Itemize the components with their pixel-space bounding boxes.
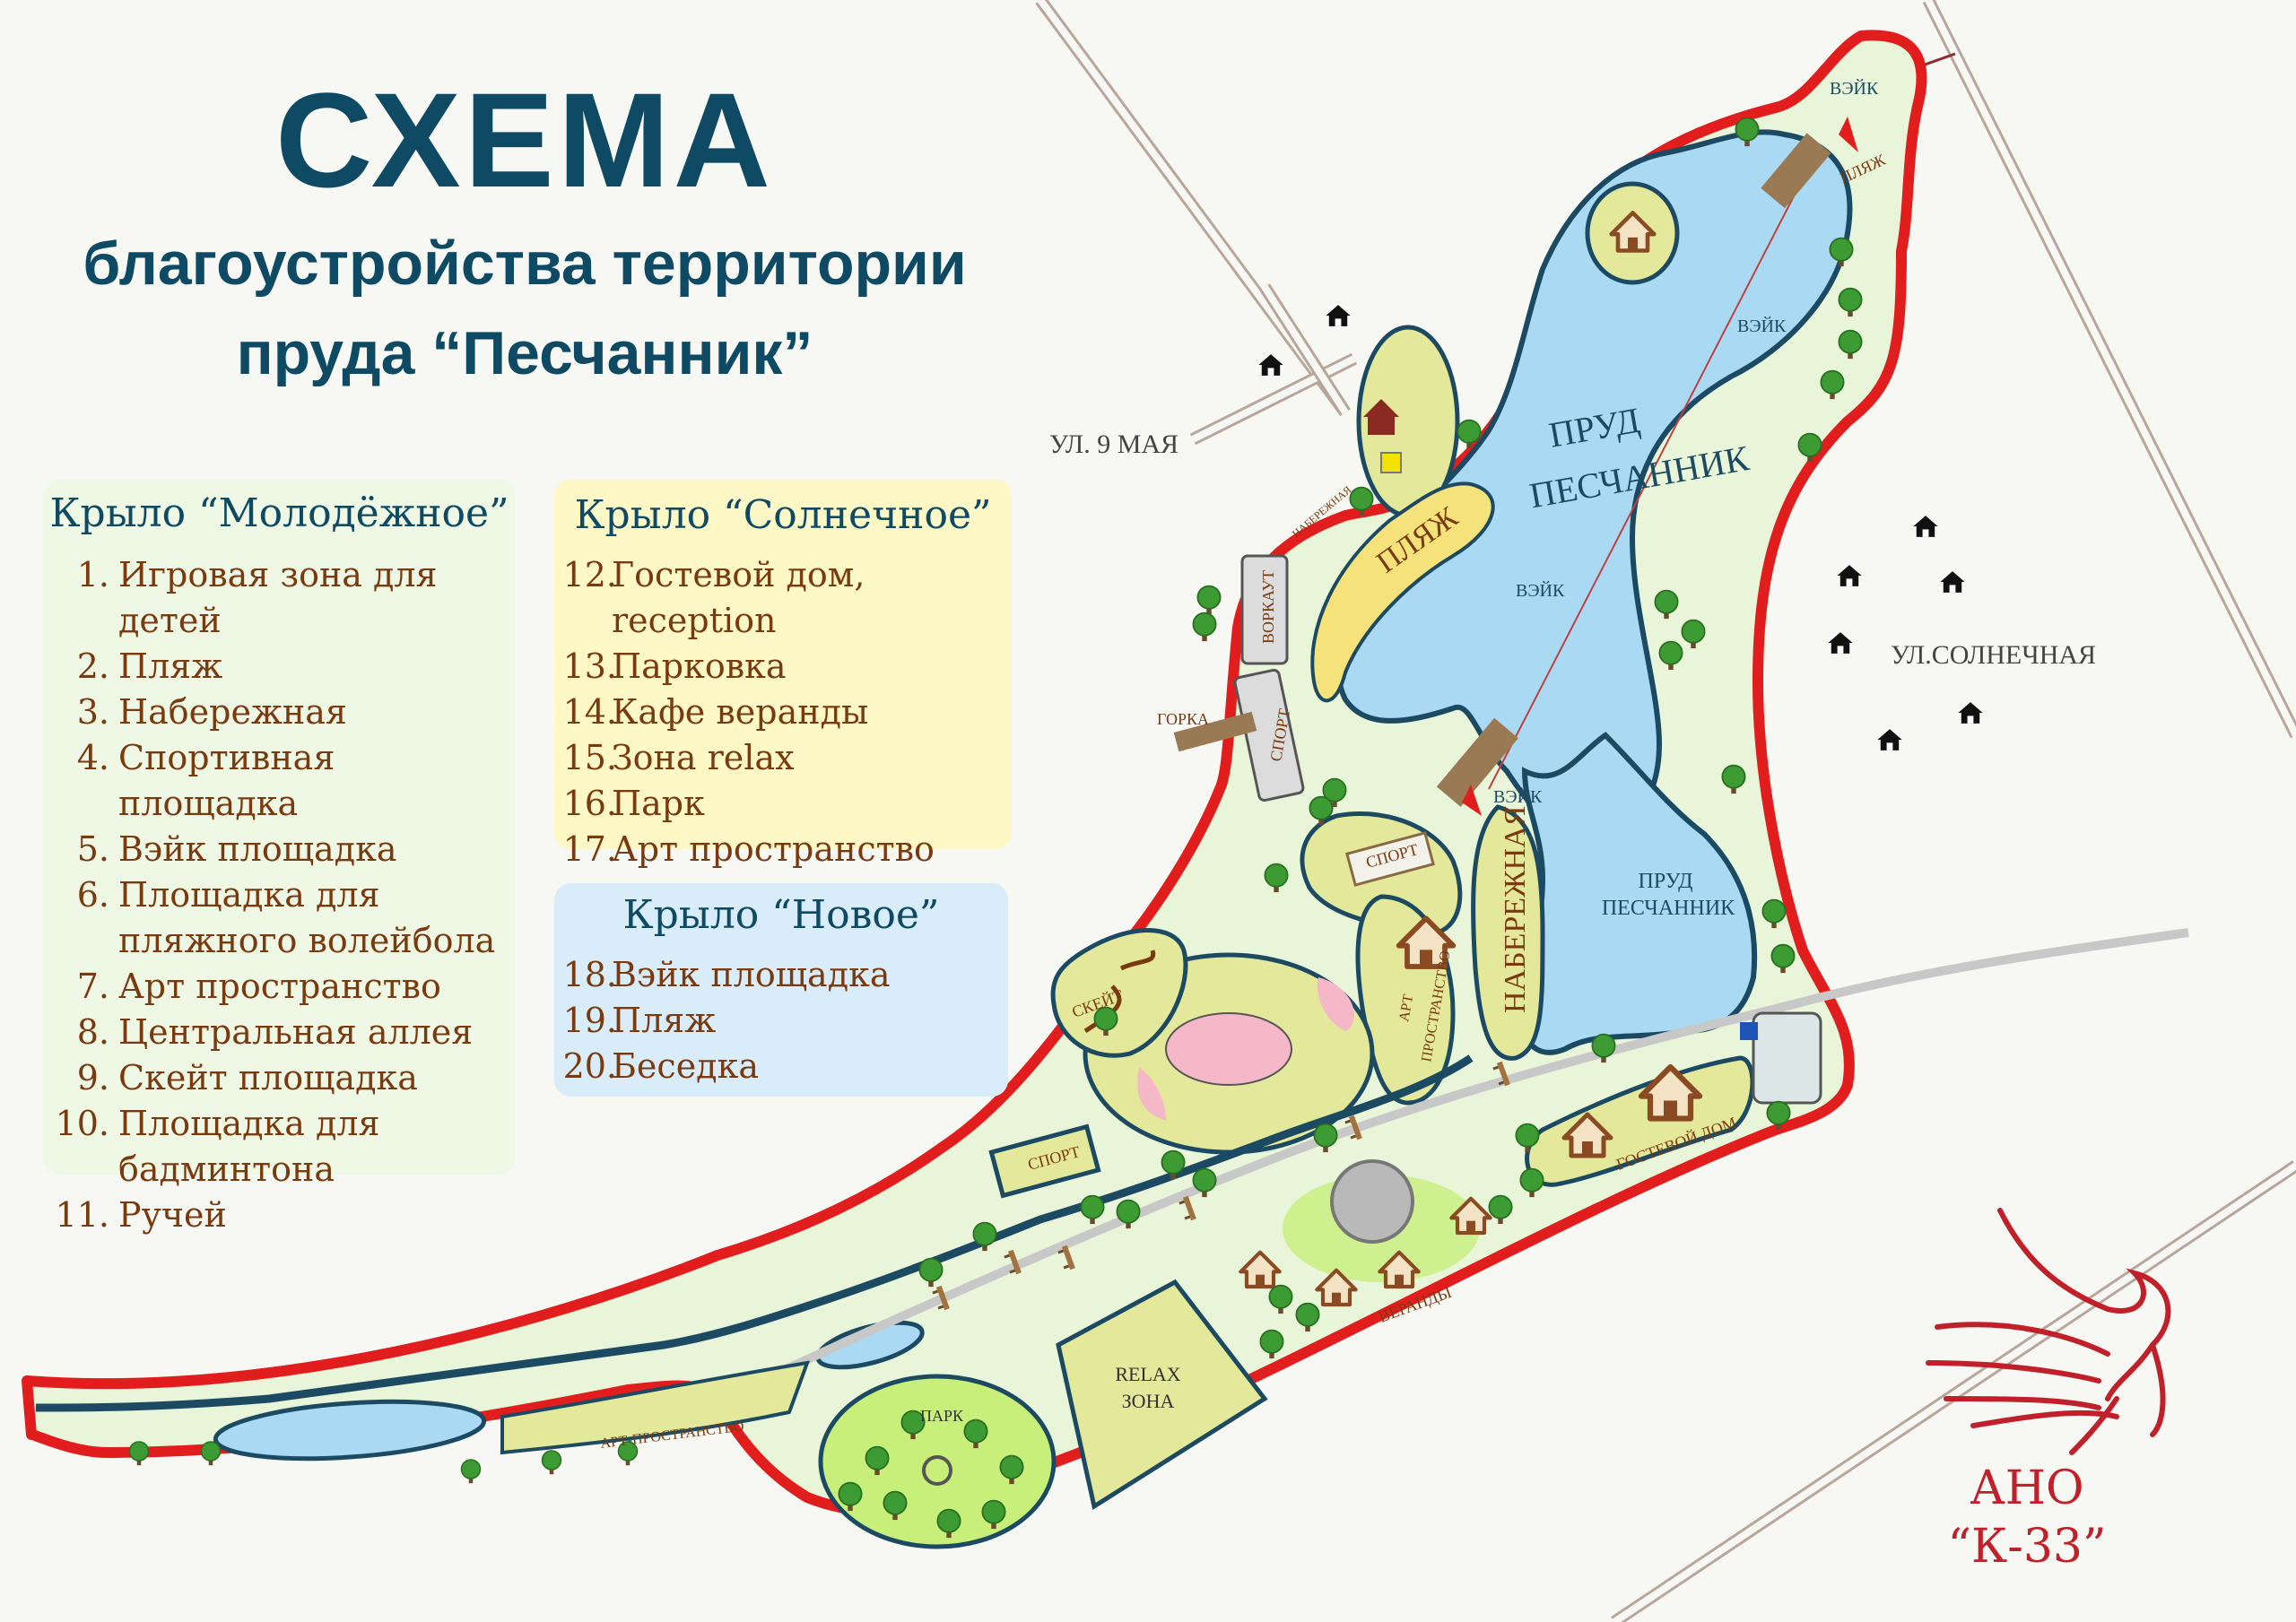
logo-line2: “К-33”	[1947, 1520, 2107, 1574]
beach-zone	[1310, 481, 1495, 703]
wing-molodezhnoe-panel: Крыло “Молодёжное” 1.Игровая зона для де…	[43, 480, 516, 1235]
wing-solnechnoe-panel: Крыло “Солнечное” 12.Гостевой дом, recep…	[554, 480, 1012, 869]
parking	[1752, 1011, 1822, 1105]
list-item: 8.Центральная аллея	[76, 1012, 474, 1052]
label-wake-s: ВЭЙК	[1493, 786, 1543, 807]
list-item: 13.Парковка	[562, 646, 787, 686]
embankment-zone	[1471, 804, 1545, 1061]
label-gorka: ГОРКА	[1157, 710, 1209, 728]
list-item: 7.Арт пространство	[76, 967, 441, 1006]
wake-pier-south	[1436, 717, 1518, 807]
label-park: ПАРК	[920, 1407, 964, 1425]
slide	[1173, 711, 1257, 752]
list-item: 16.Парк	[562, 784, 705, 823]
label-wake-top: ВЭЙК	[1830, 78, 1879, 99]
stream	[35, 1054, 1474, 1412]
relax-zone	[1056, 1279, 1268, 1511]
title-line2: пруда “Песчанник”	[236, 319, 813, 387]
list-item: 11.Ручей	[55, 1195, 227, 1235]
label-art1: АРТ	[1396, 993, 1416, 1023]
wake-cable	[1488, 160, 1813, 790]
label-wake-n2: ВЭЙК	[1516, 580, 1565, 601]
sport-zone-lower	[988, 1123, 1101, 1199]
title-main: СХЕМА	[275, 65, 774, 215]
list-item: 2.Пляж	[76, 646, 223, 686]
list-item: 9.Скейт площадка	[76, 1058, 418, 1097]
label-relax1: RELAX	[1115, 1363, 1180, 1385]
list-item: 10.Площадка для	[55, 1104, 380, 1143]
list-item: 6.Площадка для	[76, 875, 380, 915]
label-pond2a: ПРУД	[1638, 870, 1692, 893]
wing-novoe-panel: Крыло “Новое” 18.Вэйк площадка 19.Пляж 2…	[554, 883, 1008, 1097]
list-item: пляжного волейбола	[118, 921, 496, 960]
list-item: 12.Гостевой дом, reception	[562, 555, 865, 640]
wake-pier-north	[1761, 133, 1831, 209]
k33-bird-logo	[1926, 1208, 2171, 1455]
wing-molodezhnoe-title: Крыло “Молодёжное”	[49, 490, 509, 536]
wing-molodezhnoe-list: 1.Игровая зона для детей 2.Пляж 3.Набере…	[54, 552, 516, 1238]
list-item: 1.Игровая зона для детей	[76, 555, 438, 640]
wing-solnechnoe-title: Крыло “Солнечное”	[574, 492, 992, 538]
art-space-strip	[500, 1360, 811, 1455]
list-item: 15.Зона relax	[562, 738, 795, 777]
workout-area	[1240, 554, 1289, 665]
logo-line1: АНО	[1970, 1462, 2084, 1515]
list-item: 20.Беседка	[562, 1046, 759, 1086]
list-item: 3.Набережная	[76, 692, 347, 732]
sport-strip	[1233, 668, 1305, 802]
central-alley	[778, 928, 2189, 1376]
label-wake-n1: ВЭЙК	[1737, 316, 1787, 336]
label-pond2b: ПЕСЧАННИК	[1602, 897, 1735, 920]
list-item: 19.Пляж	[562, 1001, 717, 1040]
label-workout: ВОРКАУТ	[1259, 570, 1277, 644]
list-item: 5.Вэйк площадка	[76, 829, 397, 869]
roads	[1035, 0, 2296, 1622]
label-relax2: ЗОНА	[1122, 1390, 1175, 1412]
wing-solnechnoe-list: 12.Гостевой дом, reception 13.Парковка 1…	[554, 552, 1012, 872]
title-line1: благоустройства территории	[83, 230, 967, 298]
list-item: 17.Арт пространство	[562, 829, 935, 869]
wing-novoe-list: 18.Вэйк площадка 19.Пляж 20.Беседка	[554, 952, 1008, 1089]
wing-novoe-title: Крыло “Новое”	[622, 892, 940, 938]
list-item: 14.Кафе веранды	[562, 692, 869, 732]
label-street-may: УЛ. 9 МАЯ	[1049, 429, 1178, 459]
list-item: 18.Вэйк площадка	[562, 955, 891, 994]
list-item: бадминтона	[118, 1149, 335, 1189]
label-naberezhnaya: НАБЕРЕЖНАЯ	[1499, 806, 1532, 1013]
list-item: 4.Спортивная площадка	[76, 738, 335, 823]
label-street-sun: УЛ.СОЛНЕЧНАЯ	[1891, 640, 2096, 670]
